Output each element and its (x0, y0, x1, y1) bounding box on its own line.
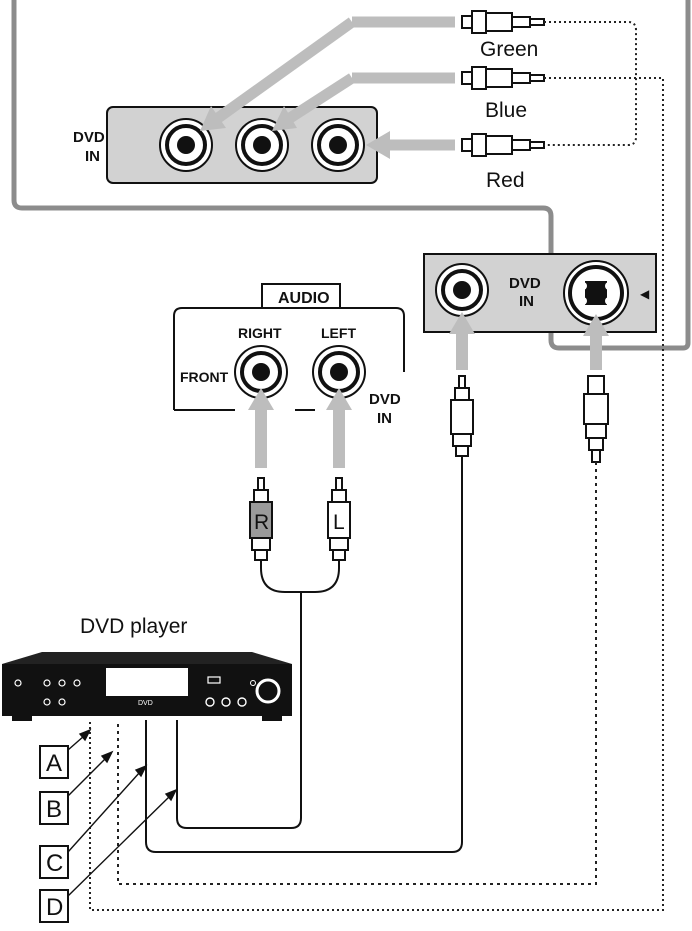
key-c-label: C (46, 850, 63, 877)
audio-panel-label-line2: IN (377, 410, 392, 427)
cable-key-a: A (39, 745, 69, 779)
label-blue: Blue (485, 99, 527, 122)
component-jack-red[interactable] (311, 118, 365, 172)
component-jack-blue[interactable] (235, 118, 289, 172)
component-input-panel: DVD IN (73, 106, 378, 184)
key-leader-lines (67, 728, 178, 897)
component-arrows (200, 16, 455, 159)
plug-left-label: L (333, 511, 345, 534)
audio-front-label: FRONT (180, 369, 229, 385)
upward-arrows (248, 312, 609, 468)
audio-jack-left[interactable] (312, 345, 366, 399)
component-plug-blue (461, 66, 545, 90)
audio-left-label: LEFT (321, 325, 356, 341)
component-plug-green (461, 10, 545, 34)
key-d-label: D (46, 894, 63, 921)
audio-jack-right[interactable] (234, 345, 288, 399)
video-panel-label-line1: DVD (509, 275, 541, 292)
cable-key-c: C (39, 845, 69, 879)
video-cable (145, 456, 463, 853)
audio-plug-right (249, 477, 273, 568)
s-video-plug (583, 375, 609, 463)
s-video-jack[interactable] (563, 260, 629, 326)
s-video-cable (117, 462, 597, 885)
label-green: Green (480, 38, 538, 61)
plug-right-label: R (254, 511, 269, 534)
panel-top-label-line2: IN (85, 148, 100, 165)
component-cable-tails (89, 21, 664, 911)
video-panel-label-line2: IN (519, 293, 534, 310)
key-a-label: A (46, 750, 62, 777)
component-jack-green[interactable] (159, 118, 213, 172)
cable-key-b: B (39, 791, 69, 825)
label-red: Red (486, 169, 525, 192)
dvd-player: DVD (2, 652, 292, 721)
video-jack[interactable] (435, 263, 489, 317)
audio-title: AUDIO (278, 290, 330, 307)
panel-top-label-line1: DVD (73, 129, 105, 146)
audio-right-label: RIGHT (238, 325, 282, 341)
player-caption: DVD player (80, 615, 187, 638)
audio-plug-left (327, 477, 351, 568)
component-plug-red (461, 133, 545, 157)
player-display-text: DVD (138, 700, 153, 707)
s-video-arrow-icon: ◀ (640, 287, 650, 301)
video-plug (450, 375, 474, 457)
audio-cable (176, 567, 340, 829)
cable-key-d: D (39, 889, 69, 923)
audio-input-panel: AUDIO RIGHT LEFT FRONT DVD IN (173, 283, 405, 427)
key-b-label: B (46, 796, 62, 823)
audio-panel-label-line1: DVD (369, 391, 401, 408)
